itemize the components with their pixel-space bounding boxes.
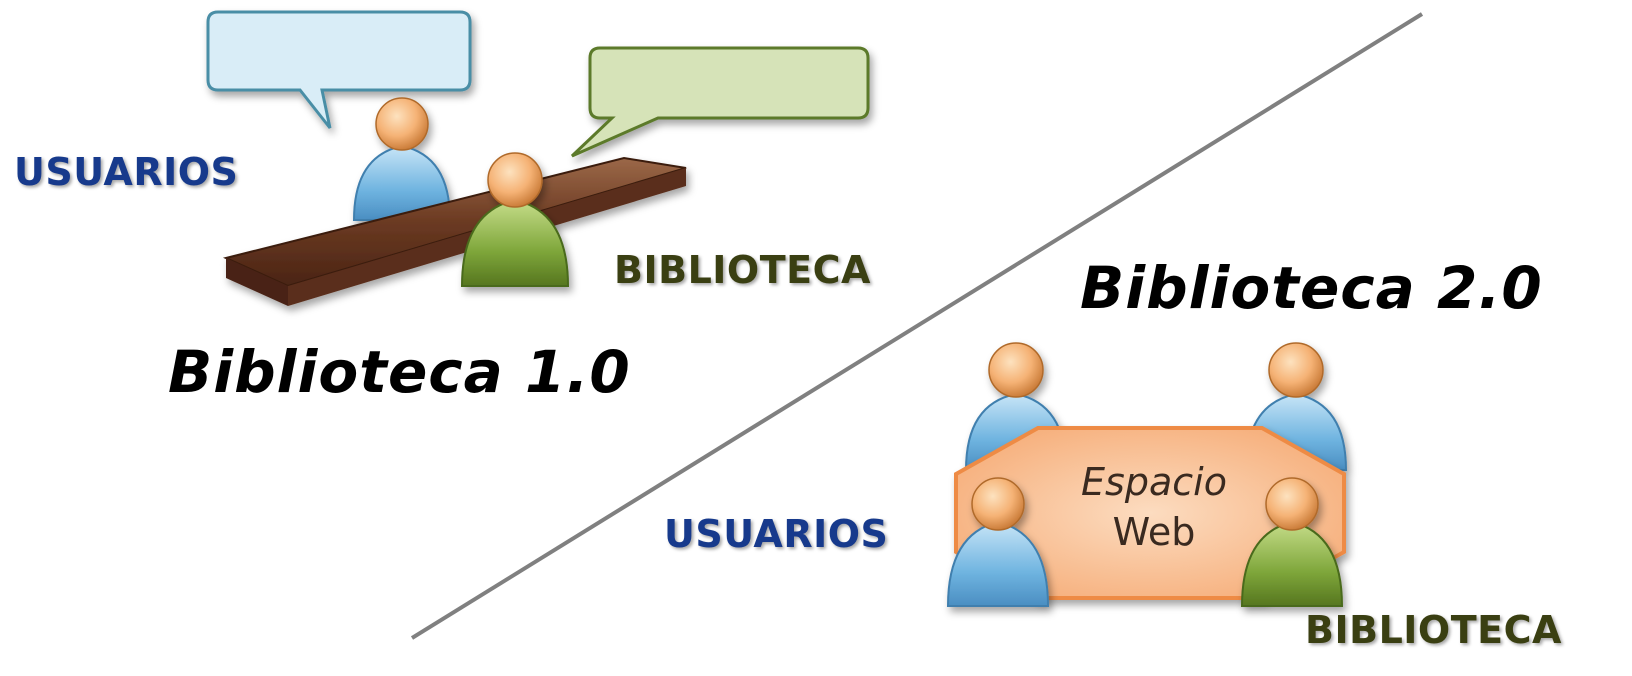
- users-label: USUARIOS: [14, 150, 239, 194]
- shared-space-label: Espacio Web: [1044, 457, 1264, 557]
- person-icon: [460, 152, 570, 287]
- divider-line: [410, 12, 1424, 640]
- library-2-0-title: Biblioteca 2.0: [1080, 254, 1543, 322]
- person-icon: [946, 477, 1050, 607]
- shared-space-line2: Web: [1112, 510, 1196, 554]
- speech-bubble-icon: [570, 46, 870, 158]
- speech-bubble-icon: [206, 10, 472, 129]
- library-label: BIBLIOTECA: [1305, 608, 1562, 652]
- library-label: BIBLIOTECA: [614, 248, 871, 292]
- person-icon: [352, 97, 452, 221]
- person-icon: [1240, 477, 1344, 607]
- library-1-0-title: Biblioteca 1.0: [168, 338, 631, 406]
- shared-space-line1: Espacio: [1081, 460, 1227, 504]
- users-label: USUARIOS: [664, 512, 889, 556]
